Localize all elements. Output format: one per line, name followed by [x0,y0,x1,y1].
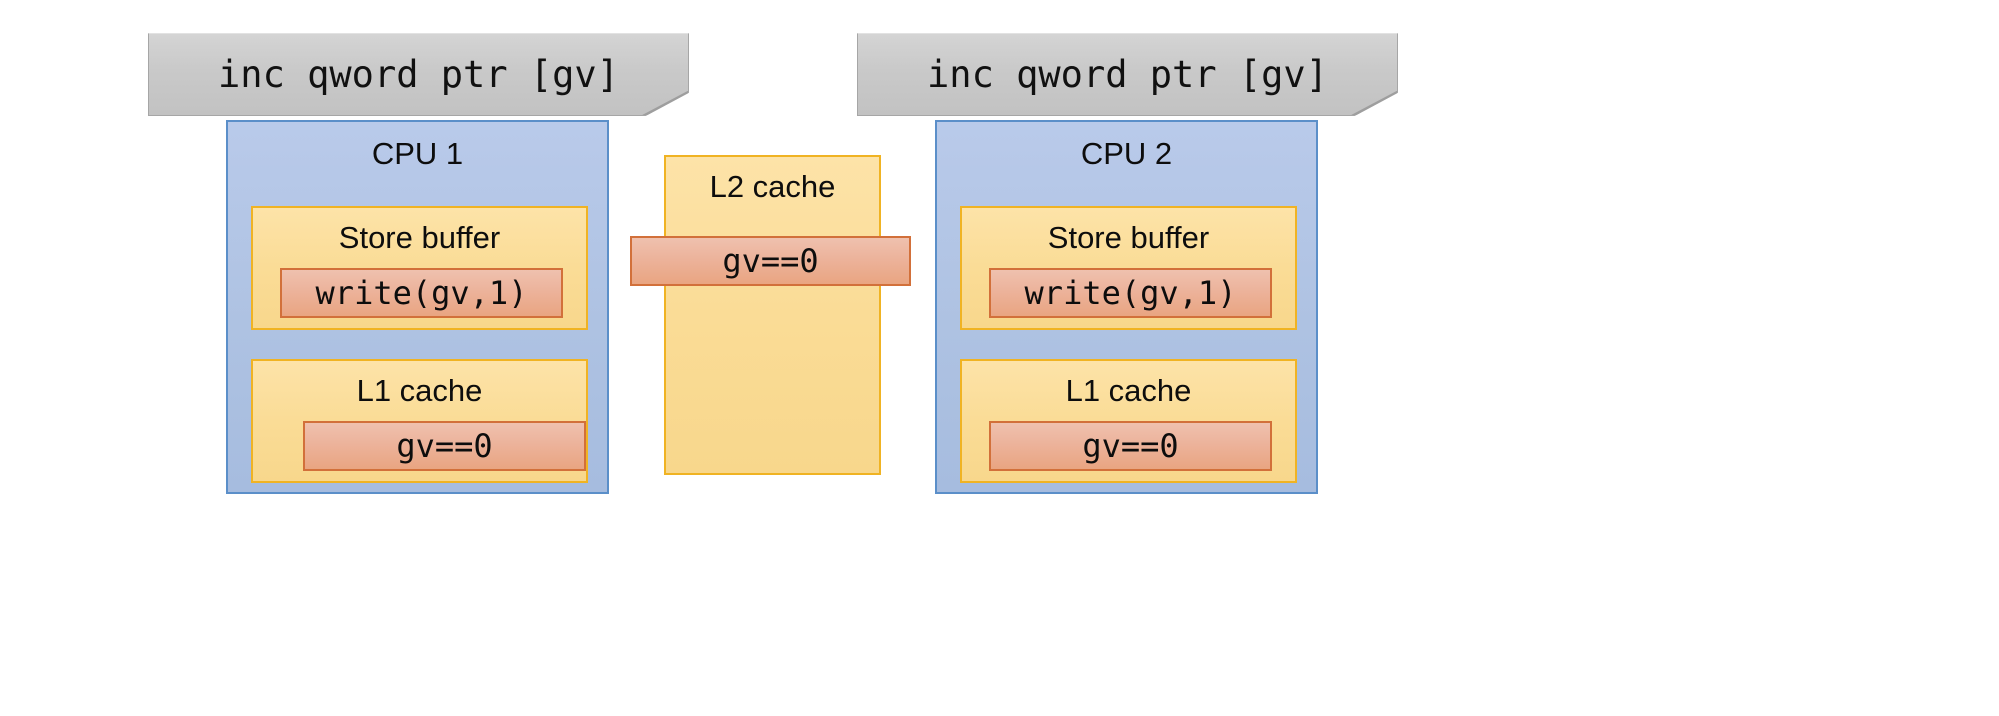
cpu1-title: CPU 1 [371,136,464,171]
cpu1-l1-cache-value-box: gv==0 [303,421,586,471]
banner-fold-corner [1351,90,1397,115]
cpu2-box: CPU 2 Store buffer write(gv,1) L1 cache … [935,120,1318,494]
cpu1-store-buffer-value-box: write(gv,1) [280,268,563,318]
cpu1-l1-cache-box: L1 cache gv==0 [251,359,588,483]
instruction-text: inc qword ptr [gv] [218,53,619,96]
cpu2-l1-cache-value-box: gv==0 [989,421,1272,471]
l2-cache-box: L2 cache [664,155,881,475]
instruction-text: inc qword ptr [gv] [927,53,1328,96]
l2-cache-title: L2 cache [709,169,836,204]
cpu2-title: CPU 2 [1080,136,1173,171]
cpu2-l1-cache-value: gv==0 [1082,427,1179,465]
l2-cache-value-box: gv==0 [630,236,911,286]
cpu1-l1-cache-title: L1 cache [356,373,483,408]
cpu2-l1-cache-title: L1 cache [1065,373,1192,408]
cpu2-store-buffer-value: write(gv,1) [1024,274,1237,312]
cpu2-store-buffer-box: Store buffer write(gv,1) [960,206,1297,330]
banner-fold-corner [642,90,688,115]
cpu1-store-buffer-box: Store buffer write(gv,1) [251,206,588,330]
cpu1-l1-cache-value: gv==0 [396,427,493,465]
instruction-banner-cpu1: inc qword ptr [gv] [148,33,689,116]
cpu1-store-buffer-value: write(gv,1) [315,274,528,312]
cpu2-store-buffer-value-box: write(gv,1) [989,268,1272,318]
cpu1-store-buffer-title: Store buffer [338,220,501,255]
cpu1-box: CPU 1 Store buffer write(gv,1) L1 cache … [226,120,609,494]
l2-cache-value: gv==0 [722,242,819,280]
instruction-banner-cpu2: inc qword ptr [gv] [857,33,1398,116]
cpu2-store-buffer-title: Store buffer [1047,220,1210,255]
cpu2-l1-cache-box: L1 cache gv==0 [960,359,1297,483]
